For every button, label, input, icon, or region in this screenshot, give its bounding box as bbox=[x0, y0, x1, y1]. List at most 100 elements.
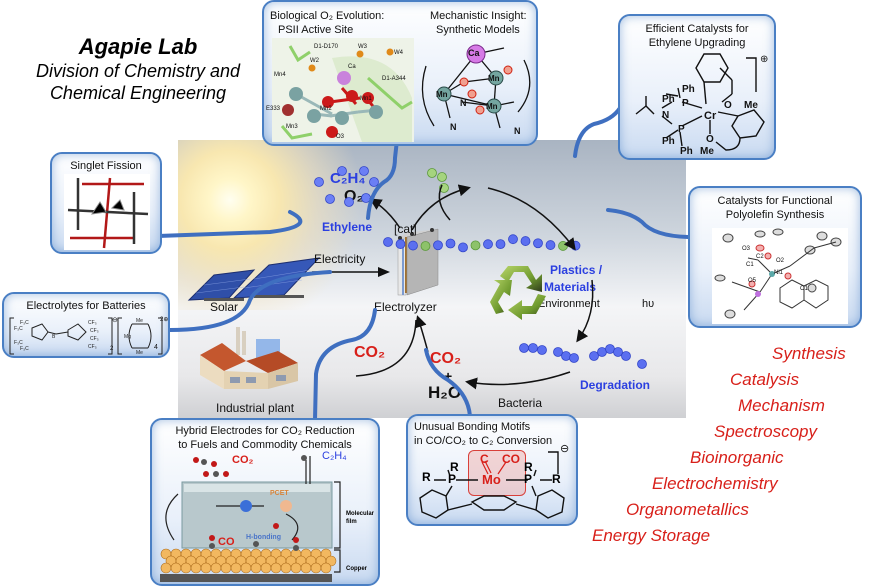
svg-text:CF₃: CF₃ bbox=[88, 344, 97, 350]
psii-active-site-structure bbox=[272, 38, 414, 142]
panel-title-right-line2: Synthetic Models bbox=[436, 24, 520, 36]
atom-label: Ni1 bbox=[774, 270, 784, 276]
degraded-fragments-icon bbox=[519, 343, 647, 369]
atom-label: E333 bbox=[266, 106, 281, 112]
atom-label: Mn bbox=[436, 90, 448, 99]
copper-atom bbox=[320, 562, 332, 574]
panel-title-line1: Unusual Bonding Motifs bbox=[414, 421, 531, 433]
monomer-bead bbox=[637, 359, 647, 369]
atom-label: D1-A344 bbox=[382, 76, 406, 82]
svg-text:B: B bbox=[52, 334, 56, 340]
copper-atom bbox=[160, 562, 172, 574]
keyword: Electrochemistry bbox=[652, 474, 778, 493]
panel-singlet-fission: Singlet Fission bbox=[50, 152, 162, 254]
c2h4-label: C₂H₄ bbox=[322, 450, 347, 462]
mo-complex-structure bbox=[419, 451, 565, 519]
mo-highlight-box bbox=[468, 450, 526, 496]
division-line-2: Chemical Engineering bbox=[49, 83, 227, 103]
monomer-bead bbox=[613, 347, 623, 357]
keyword: Energy Storage bbox=[592, 526, 711, 545]
atom-label: D1-D170 bbox=[314, 44, 339, 50]
panel-title-line2: Ethylene Upgrading bbox=[648, 37, 746, 49]
atom-label: C2 bbox=[756, 254, 764, 260]
panel-title-left-line2: PSII Active Site bbox=[278, 24, 354, 36]
keyword: Bioinorganic bbox=[690, 448, 784, 467]
hv-label: hυ bbox=[642, 298, 655, 310]
svg-text:F₃C: F₃C bbox=[20, 346, 29, 352]
atom-label: O bbox=[724, 100, 732, 111]
catalyst-label: [cat] bbox=[394, 222, 417, 236]
molecular-film-label: Molecular film bbox=[346, 511, 375, 525]
atom-label: R bbox=[524, 460, 533, 474]
monomer-bead bbox=[537, 345, 547, 355]
panel-title-line2: in CO/CO₂ to C₂ Conversion bbox=[414, 435, 553, 447]
atom-label: CO bbox=[502, 452, 520, 466]
ethylene-label: Ethylene bbox=[322, 220, 373, 234]
panel-title-left-line1: Biological O₂ Evolution: bbox=[270, 10, 385, 22]
lab-name: Agapie Lab bbox=[78, 34, 198, 59]
monomer-bead bbox=[569, 353, 579, 363]
copper-atom bbox=[220, 562, 232, 574]
bacteria-label: Bacteria bbox=[498, 396, 543, 410]
svg-text:CF₃: CF₃ bbox=[88, 320, 97, 326]
monomer-bead bbox=[433, 240, 443, 251]
monomer-bead bbox=[445, 238, 456, 249]
panel-title-line1: Catalysts for Functional bbox=[717, 195, 833, 207]
copper-atom bbox=[190, 562, 202, 574]
atom-label: R bbox=[450, 460, 459, 474]
monomer-bead bbox=[589, 351, 599, 361]
copper-atom bbox=[250, 562, 262, 574]
monomer-bead bbox=[408, 240, 418, 251]
panel-title-line1: Efficient Catalysts for bbox=[645, 23, 749, 35]
copper-atom bbox=[230, 562, 242, 574]
atom-label: N bbox=[450, 122, 457, 132]
copper-label: Copper bbox=[346, 566, 367, 572]
monomer-bead bbox=[470, 240, 481, 251]
environment-label: Environment bbox=[538, 298, 600, 310]
atom-label: P bbox=[682, 98, 689, 109]
monomer-bead bbox=[508, 234, 518, 245]
svg-text:F₃C: F₃C bbox=[14, 340, 23, 346]
hybrid-electrode-schematic bbox=[160, 455, 341, 582]
keyword: Organometallics bbox=[626, 500, 749, 519]
atom-label: P bbox=[524, 472, 533, 486]
subscript-label: 4 bbox=[154, 344, 158, 351]
atom-label: P bbox=[448, 472, 457, 486]
atom-label: N bbox=[460, 98, 467, 108]
monomer-bead bbox=[383, 237, 393, 247]
panel-title: Singlet Fission bbox=[70, 160, 142, 172]
copper-atom bbox=[270, 562, 282, 574]
atom-label: Cr bbox=[704, 110, 717, 122]
panel-title: Electrolytes for Batteries bbox=[26, 300, 146, 312]
panel-ethylene-upgrading: Efficient Catalysts for Ethylene Upgradi… bbox=[618, 14, 776, 160]
monomer-bead bbox=[395, 239, 406, 249]
atom-label: Mn1 bbox=[360, 96, 372, 102]
monomer-bead bbox=[553, 347, 563, 357]
monomer-bead bbox=[621, 351, 631, 361]
cr-catalyst-structure bbox=[635, 53, 765, 151]
atom-label: N bbox=[514, 126, 521, 136]
atom-label: O1 bbox=[800, 286, 809, 292]
copper-atom bbox=[210, 562, 222, 574]
atom-label: O3 bbox=[336, 134, 345, 140]
atom-label: Ph bbox=[682, 84, 695, 95]
panel-hybrid-electrodes: Hybrid Electrodes for CO₂ Reduction to F… bbox=[150, 418, 380, 586]
atom-label: C1 bbox=[746, 262, 754, 268]
svg-text:CF₃: CF₃ bbox=[90, 336, 99, 342]
atom-label: Ph bbox=[680, 146, 693, 157]
charge-label: 2⊕ bbox=[160, 317, 169, 323]
svg-text:F₃C: F₃C bbox=[14, 326, 23, 332]
h-bonding-label: H-bonding bbox=[246, 534, 281, 541]
singlet-fission-crystal-structure bbox=[64, 174, 150, 250]
synthetic-model-structure bbox=[421, 44, 531, 129]
industrial-plant-label: Industrial plant bbox=[216, 401, 295, 415]
copper-atom bbox=[180, 562, 192, 574]
c2h4-label: C₂H₄ bbox=[330, 170, 366, 187]
panel-polyolefin: Catalysts for Functional Polyolefin Synt… bbox=[688, 186, 862, 328]
charge-label: ⊖ bbox=[560, 443, 570, 455]
copper-atom bbox=[260, 562, 272, 574]
panel-title-line1: Hybrid Electrodes for CO₂ Reduction bbox=[175, 425, 355, 437]
monomer-bead bbox=[545, 240, 556, 250]
copper-atom bbox=[290, 562, 302, 574]
